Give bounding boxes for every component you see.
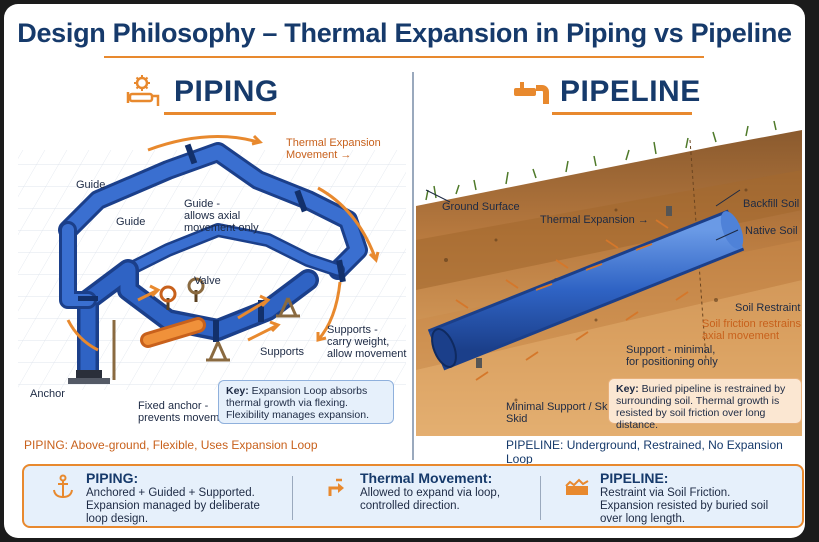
summary-divider-1 [292, 476, 293, 520]
pipeline-heading-underline [552, 112, 692, 115]
summary-panel: PIPING: Anchored + Guided + Supported. E… [22, 464, 804, 528]
pipeline-thermal-label: Thermal Expansion → [540, 214, 649, 226]
summary-piping: PIPING: Anchored + Guided + Supported. E… [50, 470, 260, 526]
soil-restraint-icon [565, 478, 589, 495]
pipeline-diagram [416, 120, 802, 436]
pipeline-native-label: Native Soil [745, 225, 798, 237]
diagram-card: Design Philosophy – Thermal Expansion in… [4, 4, 805, 538]
summary-divider-2 [540, 476, 541, 520]
piping-thermal-label: Thermal Expansion Movement → [286, 137, 381, 161]
piping-guide-desc: Guide - allows axial movement only [184, 198, 259, 234]
piping-supports-label: Supports [260, 346, 305, 358]
pipeline-caption: PIPELINE: Underground, Restrained, No Ex… [506, 438, 783, 466]
title-underline [104, 56, 704, 58]
page-title: Design Philosophy – Thermal Expansion in… [17, 18, 792, 48]
piping-anchor-label: Anchor [30, 388, 65, 400]
piping-caption: PIPING: Above-ground, Flexible, Uses Exp… [24, 438, 318, 452]
piping-valve-label: Valve [194, 275, 221, 287]
pipeline-key-text: Buried pipeline is restrained by surroun… [616, 383, 786, 431]
pipeline-friction-label: Soil friction restrains axial movement [702, 318, 802, 342]
piping-heading-underline [164, 112, 276, 115]
pipeline-heading: PIPELINE [512, 74, 701, 110]
piping-guide-label-1: Guide [76, 179, 106, 191]
faucet-gear-icon [126, 75, 160, 106]
piping-key-box: Key: Expansion Loop absorbs thermal grow… [218, 380, 394, 424]
summary-piping-title: PIPING: [86, 470, 139, 486]
piping-diagram [18, 134, 406, 390]
summary-pipeline-text: Restraint via Soil Friction. Expansion r… [600, 487, 769, 525]
pipeline-ground-label: Ground Surface [442, 201, 520, 213]
summary-piping-text: Anchored + Guided + Supported. Expansion… [86, 487, 260, 525]
piping-guide-label-2: Guide [116, 216, 146, 228]
pipe-segment-icon [514, 82, 549, 104]
piping-key-label: Key: [226, 385, 249, 397]
summary-thermal-title: Thermal Movement: [360, 470, 493, 486]
pipeline-key-box: Key: Buried pipeline is restrained by su… [608, 378, 802, 431]
pipeline-backfill-label: Backfill Soil [743, 198, 800, 210]
summary-thermal: Thermal Movement: Allowed to expand via … [324, 470, 501, 513]
pipeline-key-label: Key: [616, 383, 639, 395]
section-divider [412, 72, 414, 460]
pipeline-min-support-label: Minimal Support / Skid Skid [506, 401, 617, 425]
valve-icon [159, 277, 205, 310]
piping-heading-label: PIPING [174, 75, 279, 108]
pipeline-support-label: Support - minimal, for positioning only [626, 344, 718, 368]
piping-heading: PIPING [126, 74, 279, 110]
piping-key-text: Expansion Loop absorbs thermal growth vi… [226, 385, 369, 421]
arrow-turn-icon [328, 478, 344, 496]
pipeline-restraint-label: Soil Restraint [735, 302, 801, 314]
pipeline-heading-label: PIPELINE [560, 75, 701, 108]
piping-supports-desc: Supports - carry weight, allow movement [327, 324, 407, 360]
anchor-icon [53, 474, 73, 499]
summary-pipeline-title: PIPELINE: [600, 470, 669, 486]
summary-pipeline: PIPELINE: Restraint via Soil Friction. E… [564, 470, 769, 526]
summary-thermal-text: Allowed to expand via loop, controlled d… [360, 487, 501, 512]
